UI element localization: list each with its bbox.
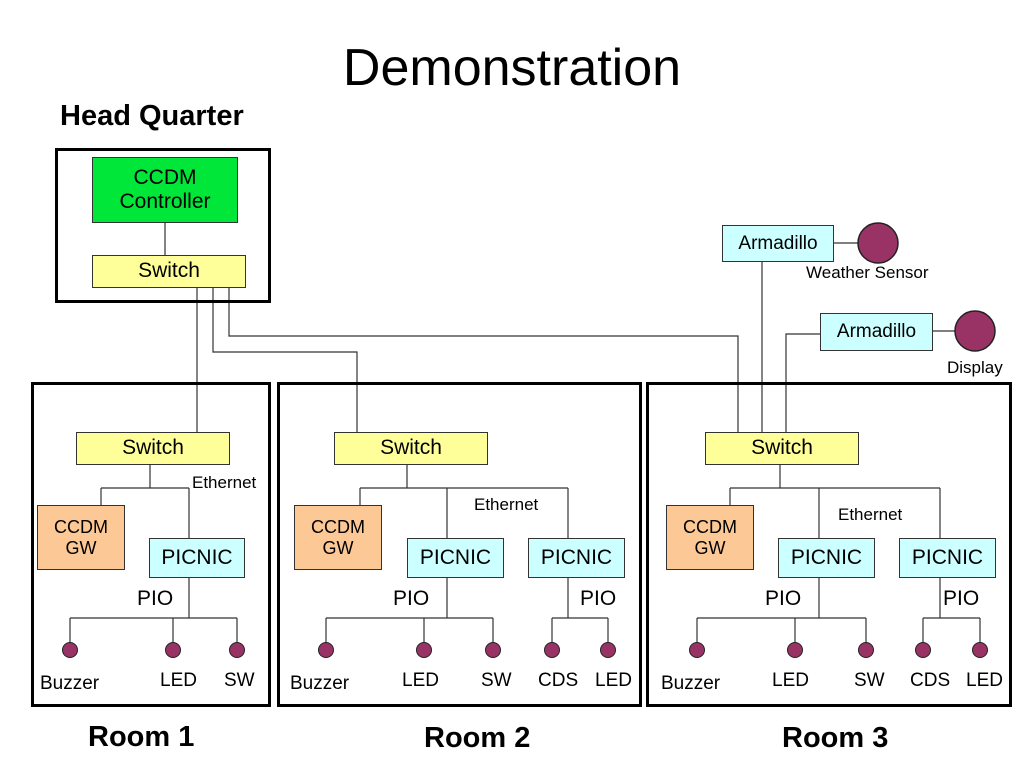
room3-cds-node	[915, 642, 931, 658]
room1-switch: Switch	[76, 432, 230, 465]
room1-led-node	[165, 642, 181, 658]
room2-picnic-1: PICNIC	[407, 538, 504, 578]
room2-sw-label: SW	[481, 670, 512, 691]
room3-pio-label-2: PIO	[943, 587, 980, 610]
display-label: Display	[947, 358, 1003, 377]
room3-label: Room 3	[782, 722, 889, 754]
room3-picnic-1: PICNIC	[778, 538, 875, 578]
room3-sw-label: SW	[854, 670, 885, 691]
room2-picnic-2: PICNIC	[528, 538, 625, 578]
room1-ethernet-label: Ethernet	[192, 473, 257, 492]
room3-buzzer-label: Buzzer	[661, 673, 721, 694]
armadillo-display: Armadillo	[820, 313, 933, 351]
room2-switch: Switch	[334, 432, 488, 465]
room2-cds-label: CDS	[538, 670, 579, 691]
room2-sw-node	[485, 642, 501, 658]
room3-cds-label: CDS	[910, 670, 951, 691]
room2-led2-label: LED	[595, 670, 632, 691]
room1-frame	[31, 382, 271, 707]
room2-frame	[277, 382, 642, 707]
room1-buzzer-label: Buzzer	[40, 673, 100, 694]
room3-led-node	[787, 642, 803, 658]
room1-led-label: LED	[160, 670, 197, 691]
room3-led2-node	[972, 642, 988, 658]
room3-ethernet-label: Ethernet	[838, 505, 903, 524]
weather-sensor-label: Weather Sensor	[806, 263, 929, 282]
room3-switch: Switch	[705, 432, 859, 465]
room3-buzzer-node	[689, 642, 705, 658]
room2-ethernet-label: Ethernet	[474, 495, 539, 514]
display-node	[954, 310, 996, 352]
room2-led-label: LED	[402, 670, 439, 691]
room1-sw-label: SW	[224, 670, 255, 691]
room3-ccdm-gw: CCDM GW	[666, 505, 754, 570]
room2-buzzer-label: Buzzer	[290, 673, 350, 694]
room3-frame	[646, 382, 1012, 707]
room1-sw-node	[229, 642, 245, 658]
room1-picnic: PICNIC	[149, 538, 245, 578]
room2-pio-label-1: PIO	[393, 587, 430, 610]
hq-switch: Switch	[92, 255, 246, 288]
room2-cds-node	[544, 642, 560, 658]
ccdm-controller: CCDM Controller	[92, 157, 238, 223]
room1-buzzer-node	[62, 642, 78, 658]
page-title: Demonstration	[342, 39, 682, 97]
armadillo-weather: Armadillo	[722, 225, 834, 262]
room3-picnic-2: PICNIC	[899, 538, 996, 578]
hq-label: Head Quarter	[60, 100, 244, 132]
room2-led2-node	[600, 642, 616, 658]
room3-sw-node	[858, 642, 874, 658]
weather-sensor-node	[857, 222, 899, 264]
room1-pio-label: PIO	[137, 587, 174, 610]
room2-buzzer-node	[318, 642, 334, 658]
room2-led-node	[416, 642, 432, 658]
room3-led2-label: LED	[966, 670, 1003, 691]
room1-label: Room 1	[88, 721, 195, 753]
room2-pio-label-2: PIO	[580, 587, 617, 610]
hq-frame	[55, 148, 271, 303]
room2-ccdm-gw: CCDM GW	[294, 505, 382, 570]
room3-led-label: LED	[772, 670, 809, 691]
room2-label: Room 2	[424, 722, 531, 754]
room1-ccdm-gw: CCDM GW	[37, 505, 125, 570]
room3-pio-label-1: PIO	[765, 587, 802, 610]
